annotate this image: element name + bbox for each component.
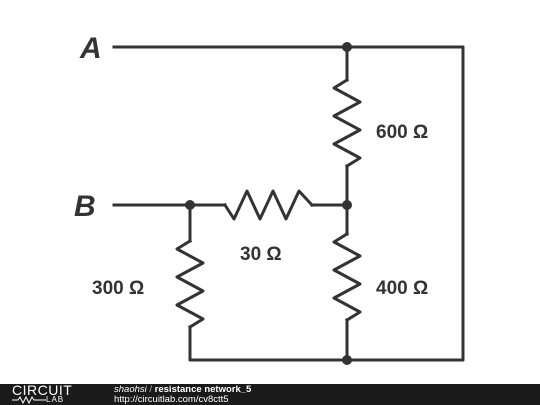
- resistor-400: [332, 231, 362, 323]
- junction-middle: [342, 200, 352, 210]
- circuitlab-logo[interactable]: CIRCUIT LAB: [12, 382, 102, 405]
- node-b-label: B: [74, 190, 96, 223]
- wire-300-bottom: [188, 325, 349, 362]
- circuit-schematic: A B 600 Ω 30 Ω 300 Ω 400 Ω: [74, 32, 465, 365]
- author-link[interactable]: shaohsi: [114, 384, 147, 395]
- footer-bar: CIRCUIT LAB shaohsi / resistance network…: [0, 382, 540, 405]
- resistor-600: [332, 77, 362, 169]
- logo-resistor-icon: [12, 395, 46, 404]
- wire-a-top: [112, 45, 465, 362]
- meta-separator: /: [149, 384, 153, 395]
- circuit-meta: shaohsi / resistance network_5 http://ci…: [114, 385, 251, 405]
- junction-left: [185, 200, 195, 210]
- circuit-title[interactable]: resistance network_5: [154, 384, 252, 395]
- junction-top: [342, 42, 352, 52]
- circuit-url[interactable]: http://circuitlab.com/cv8ctt5: [114, 394, 229, 405]
- resistor-300: [175, 238, 205, 330]
- junction-bottom: [342, 355, 352, 365]
- resistor-30-label: 30 Ω: [240, 244, 282, 265]
- node-a-label: A: [79, 32, 102, 65]
- logo-wordmark-bottom: LAB: [46, 395, 65, 404]
- resistor-400-label: 400 Ω: [376, 278, 428, 299]
- resistor-300-label: 300 Ω: [92, 278, 144, 299]
- logo-wordmark-top: CIRCUIT: [12, 382, 73, 398]
- resistor-30: [222, 189, 315, 221]
- resistor-600-label: 600 Ω: [376, 122, 428, 143]
